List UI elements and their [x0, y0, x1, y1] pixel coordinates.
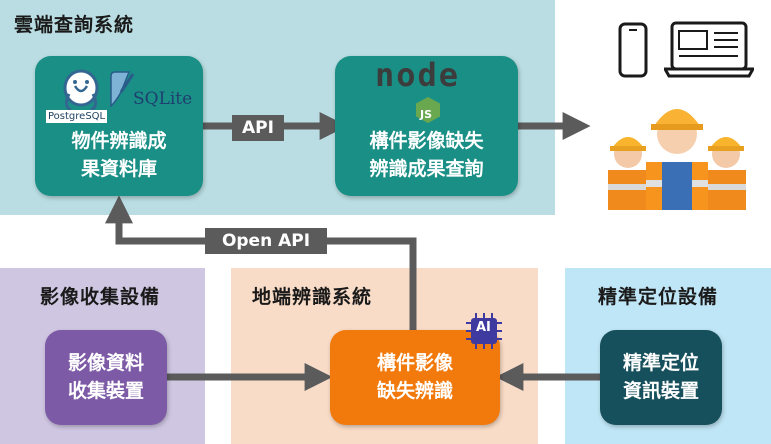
nodejs-logo-text: node	[375, 56, 461, 94]
sqlite-logo-text: SQLite	[133, 89, 193, 109]
positioning-panel-title: 精準定位設備	[598, 286, 719, 308]
positioning-node-line2: 資訊裝置	[622, 380, 699, 402]
ai-chip-icon	[466, 313, 502, 349]
construction-workers-icon	[608, 109, 746, 210]
defect-recognition-node: 構件影像 缺失辨識	[330, 330, 500, 425]
edge-panel-title: 地端辨識系統	[252, 286, 373, 308]
edge-node-line1: 構件影像	[376, 352, 453, 374]
sqlite-icon	[110, 71, 135, 108]
image-collect-node-line1: 影像資料	[67, 352, 144, 374]
image-collect-node: 影像資料 收集裝置	[45, 330, 167, 425]
image-collect-node-line2: 收集裝置	[67, 380, 144, 402]
postgresql-logo-text: PostgreSQL	[46, 110, 108, 123]
edge-node-line2: 缺失辨識	[376, 380, 453, 402]
positioning-node: 精準定位 資訊裝置	[600, 330, 722, 425]
defect-query-node: node JS 構件影像缺失 辨識成果查詢	[335, 56, 518, 196]
db-node-line1: 物件辨識成	[71, 130, 167, 152]
image-collect-panel-title: 影像收集設備	[40, 286, 161, 308]
postgresql-icon	[63, 69, 99, 112]
api-label: API	[232, 115, 284, 141]
laptop-icon	[664, 21, 754, 78]
positioning-node-line1: 精準定位	[622, 352, 699, 374]
query-node-line2: 辨識成果查詢	[369, 158, 484, 180]
open-api-arrow	[105, 195, 417, 330]
js-badge-text: JS	[420, 108, 433, 121]
db-node-line2: 果資料庫	[80, 158, 157, 180]
ai-badge-text: AI	[476, 320, 491, 335]
open-api-label: Open API	[205, 228, 327, 254]
query-node-line1: 構件影像缺失	[369, 130, 484, 152]
smartphone-icon	[618, 22, 648, 78]
object-recognition-db-node: PostgreSQL SQLite 物件辨識成 果資料庫	[35, 56, 203, 196]
cloud-panel-title: 雲端查詢系統	[14, 14, 135, 36]
nodejs-hex-icon	[416, 97, 440, 123]
